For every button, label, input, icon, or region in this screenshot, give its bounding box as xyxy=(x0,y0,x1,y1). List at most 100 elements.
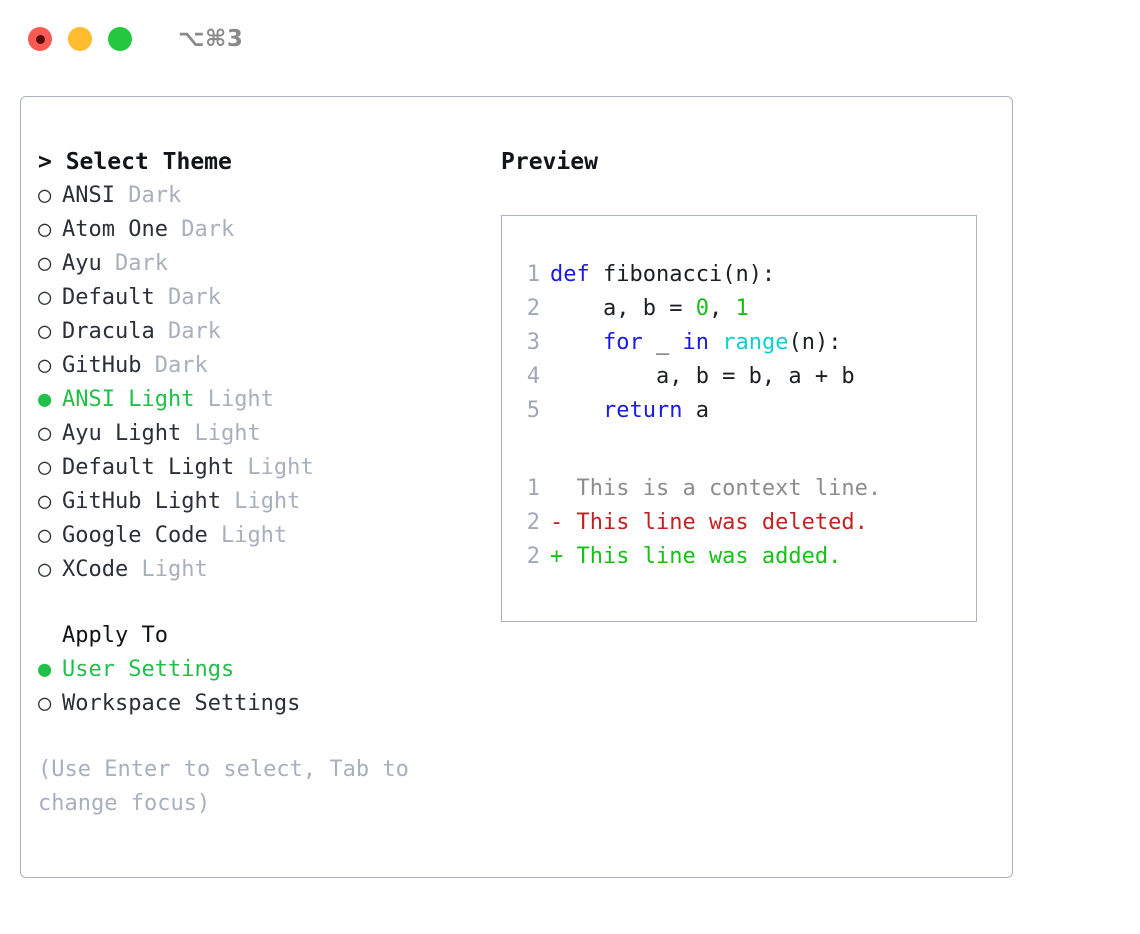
theme-option-ansi[interactable]: ○ ANSI Dark xyxy=(38,179,478,213)
theme-option-variant: Dark xyxy=(101,251,168,276)
theme-option-variant: Light xyxy=(194,387,274,412)
theme-option-label: ANSI xyxy=(62,183,115,208)
theme-selector-column: > Select Theme ○ANSI Dark○Atom One Dark○… xyxy=(38,145,478,821)
minimize-button[interactable] xyxy=(68,27,92,51)
code-token-fn: range xyxy=(722,330,789,355)
diff-line-add: 2 + This line was added. xyxy=(520,540,976,574)
code-token-kw: for xyxy=(602,330,643,355)
help-text: (Use Enter to select, Tab to change focu… xyxy=(38,757,409,816)
apply-to-option-list: ● User Settings ○Workspace Settings xyxy=(38,653,478,721)
code-token-plain: (n): xyxy=(788,330,842,355)
theme-option-default[interactable]: ○ Default Dark xyxy=(38,281,478,315)
line-number: 2 xyxy=(526,544,540,569)
theme-option-label: Atom One xyxy=(62,217,168,242)
close-button[interactable] xyxy=(28,27,52,51)
code-token-plain: a, b = b, a + b xyxy=(550,364,855,389)
theme-option-google-code[interactable]: ○ Google Code Light xyxy=(38,519,478,553)
diff-line-text: - This line was deleted. xyxy=(550,510,868,535)
theme-option-variant: Dark xyxy=(141,353,208,378)
radio-selected-icon: ● xyxy=(38,387,52,412)
code-token-plain xyxy=(709,330,722,355)
diff-line-text: + This line was added. xyxy=(550,544,842,569)
keyboard-shortcut-label: ⌥⌘3 xyxy=(178,26,244,52)
caret-icon: > xyxy=(38,149,66,175)
theme-option-ayu[interactable]: ○ Ayu Dark xyxy=(38,247,478,281)
section-spacer xyxy=(38,587,478,619)
code-line: 3 for _ in range(n): xyxy=(520,326,976,360)
line-number: 3 xyxy=(526,330,540,355)
apply-to-option-user-settings[interactable]: ● User Settings xyxy=(38,653,478,687)
line-number: 2 xyxy=(526,296,540,321)
radio-unselected-icon: ○ xyxy=(38,319,52,344)
theme-option-label: GitHub xyxy=(62,353,142,378)
code-token-kw: def xyxy=(550,262,590,287)
line-number: 1 xyxy=(526,262,540,287)
theme-option-github[interactable]: ○GitHub Dark xyxy=(38,349,478,383)
main-panel: > Select Theme ○ANSI Dark○Atom One Dark○… xyxy=(20,96,1013,878)
line-number: 1 xyxy=(526,476,540,501)
code-token-plain xyxy=(550,398,603,423)
theme-option-ansi-light[interactable]: ●ANSI Light Light xyxy=(38,383,478,417)
zoom-button[interactable] xyxy=(108,27,132,51)
code-token-num: 1 xyxy=(735,296,749,321)
theme-option-variant: Dark xyxy=(114,183,182,208)
diff-spacer xyxy=(520,428,976,472)
theme-option-variant: Dark xyxy=(154,285,221,310)
theme-option-atom-one[interactable]: ○ Atom One Dark xyxy=(38,213,478,247)
code-line: 5 return a xyxy=(520,394,976,428)
theme-option-variant: Dark xyxy=(154,319,221,344)
radio-unselected-icon: ○ xyxy=(38,183,52,208)
theme-option-label: Default Light xyxy=(62,455,235,480)
theme-option-list: ○ ANSI Dark ○ Atom One Dark ○ Ayu Dark ○ Defaul… xyxy=(38,179,478,587)
code-token-kw: in xyxy=(682,330,709,355)
theme-option-label: Default xyxy=(62,285,155,310)
theme-option-variant: Light xyxy=(220,489,301,514)
radio-unselected-icon: ○ xyxy=(38,217,52,242)
radio-unselected-icon: ○ xyxy=(38,489,52,514)
code-token-plain xyxy=(550,330,603,355)
radio-unselected-icon: ○ xyxy=(38,285,52,310)
theme-option-variant: Light xyxy=(234,455,314,480)
theme-option-variant: Light xyxy=(181,421,261,446)
code-token-plain: , xyxy=(708,296,736,321)
theme-option-label: Dracula xyxy=(62,319,155,344)
radio-unselected-icon: ○ xyxy=(38,523,52,548)
radio-selected-icon: ● xyxy=(38,657,52,682)
theme-option-github-light[interactable]: ○GitHub Light Light xyxy=(38,485,478,519)
code-line: 2 a, b = 0, 1 xyxy=(520,292,976,326)
line-number: 4 xyxy=(526,364,540,389)
code-token-plain: a, b = xyxy=(550,296,696,321)
radio-unselected-icon: ○ xyxy=(38,421,52,446)
code-token-plain: fibonacci(n): xyxy=(589,262,776,287)
code-token-plain: _ xyxy=(642,330,683,355)
select-theme-heading-label: Select Theme xyxy=(65,149,232,175)
theme-option-label: Ayu Light xyxy=(62,421,182,446)
radio-unselected-icon: ○ xyxy=(38,251,52,276)
radio-unselected-icon: ○ xyxy=(38,557,52,582)
diff-line-ctx: 1 This is a context line. xyxy=(520,472,976,506)
code-line: 1 def fibonacci(n): xyxy=(520,258,976,292)
radio-unselected-icon: ○ xyxy=(38,691,52,716)
diff-block: 1 This is a context line. 2 - This line wa… xyxy=(520,472,976,574)
preview-heading: Preview xyxy=(501,149,598,175)
apply-to-option-label: User Settings xyxy=(62,657,235,682)
code-token-plain: a xyxy=(682,398,709,423)
radio-unselected-icon: ○ xyxy=(38,455,52,480)
theme-option-xcode[interactable]: ○ XCode Light xyxy=(38,553,478,587)
code-token-num: 0 xyxy=(695,296,709,321)
theme-option-label: Google Code xyxy=(62,523,208,548)
theme-option-variant: Light xyxy=(128,557,208,582)
theme-option-label: XCode xyxy=(62,557,129,582)
diff-line-text: This is a context line. xyxy=(550,476,882,501)
theme-option-default-light[interactable]: ○ Default Light Light xyxy=(38,451,478,485)
title-bar: ⌥⌘3 xyxy=(0,0,1140,78)
theme-option-variant: Light xyxy=(207,523,288,548)
theme-option-dracula[interactable]: ○ Dracula Dark xyxy=(38,315,478,349)
theme-option-ayu-light[interactable]: ○ Ayu Light Light xyxy=(38,417,478,451)
theme-option-label: Ayu xyxy=(62,251,102,276)
theme-option-variant: Dark xyxy=(167,217,235,242)
apply-to-option-workspace-settings[interactable]: ○Workspace Settings xyxy=(38,687,478,721)
